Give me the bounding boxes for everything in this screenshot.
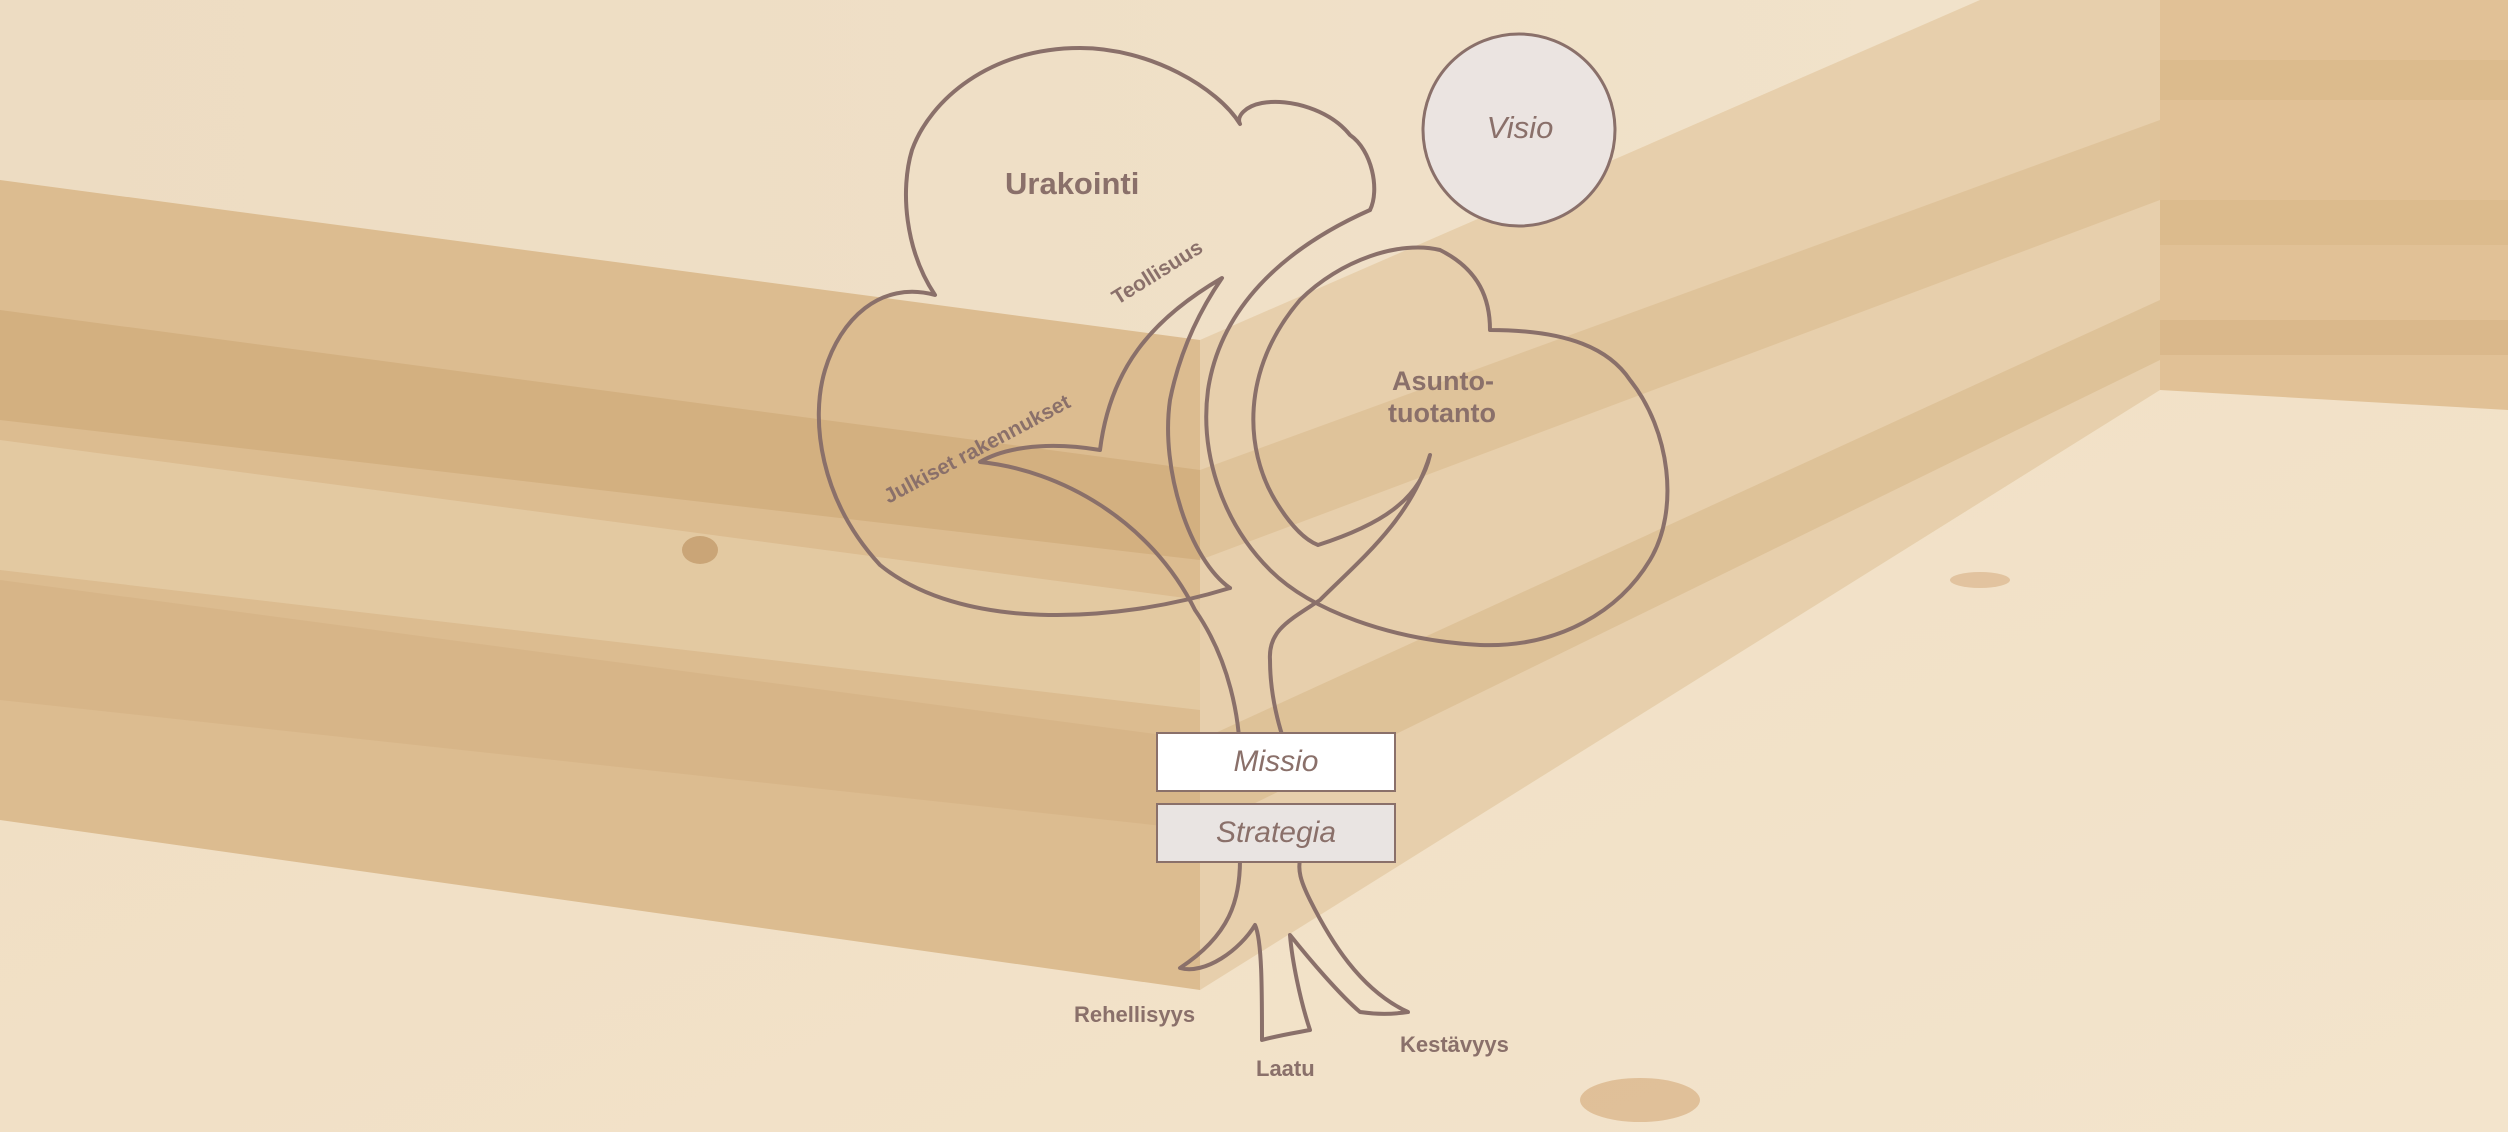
strategia-box: Strategia bbox=[1156, 803, 1396, 863]
label-laatu: Laatu bbox=[1256, 1056, 1315, 1081]
panel-layer bbox=[0, 440, 1200, 710]
label-urakointi: Urakointi bbox=[1005, 166, 1140, 201]
wood-knot bbox=[682, 536, 718, 564]
branch-upper-left bbox=[978, 276, 1242, 762]
label-visio: Visio bbox=[1486, 110, 1554, 145]
back-stack-layer bbox=[2160, 320, 2508, 355]
canopy-asunto-outline bbox=[1204, 208, 1670, 762]
strategia-label: Strategia bbox=[1215, 816, 1337, 849]
back-stack-layer bbox=[2160, 60, 2508, 100]
canopy-urakointi-outline bbox=[816, 46, 1377, 618]
missio-label: Missio bbox=[1233, 745, 1319, 778]
panel-layer bbox=[0, 310, 1200, 560]
missio-box: Missio bbox=[1156, 732, 1396, 792]
label-rehellisyys: Rehellisyys bbox=[1074, 1002, 1196, 1027]
back-stack-layer bbox=[2160, 200, 2508, 245]
label-asunto-line1: Asunto- bbox=[1392, 366, 1494, 396]
panel-front-layer bbox=[1200, 300, 2160, 830]
label-kestavyys: Kestävyys bbox=[1400, 1032, 1509, 1057]
visio-circle bbox=[1421, 32, 1617, 228]
wood-knot bbox=[1580, 1078, 1700, 1122]
roots-outline bbox=[1178, 858, 1410, 1042]
wood-knot bbox=[1950, 572, 2010, 588]
panel-layer bbox=[0, 580, 1200, 830]
panel-front-layer bbox=[1200, 120, 2160, 560]
label-asunto-line2: tuotanto bbox=[1388, 398, 1496, 428]
